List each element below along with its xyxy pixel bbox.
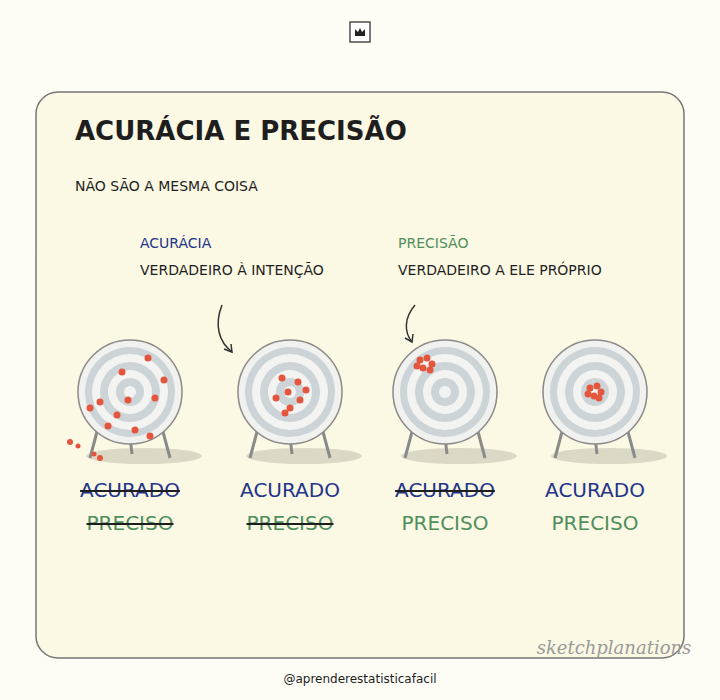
watermark: @aprenderestatisticafacil bbox=[283, 673, 436, 687]
target-precise bbox=[393, 340, 517, 464]
term-heading: ACURÁCIA bbox=[140, 235, 211, 251]
term-heading: PRECISÃO bbox=[398, 235, 468, 251]
target-accurate bbox=[238, 340, 362, 464]
accuracy-verdict: ACURADO bbox=[240, 479, 340, 502]
accuracy-verdict: ACURADO bbox=[395, 479, 495, 502]
leader-arrow bbox=[406, 305, 415, 342]
precision-verdict: PRECISO bbox=[552, 512, 639, 535]
term-definition: VERDADEIRO À INTENÇÃO bbox=[140, 262, 324, 278]
target-accurate-precise bbox=[543, 340, 667, 464]
precision-verdict: PRECISO bbox=[402, 512, 489, 535]
accuracy-verdict: ACURADO bbox=[545, 479, 645, 502]
term-definition: VERDADEIRO A ELE PRÓPRIO bbox=[398, 262, 602, 278]
precision-verdict: PRECISO bbox=[247, 512, 334, 535]
title: ACURÁCIA E PRECISÃO bbox=[75, 117, 407, 147]
target-scattered bbox=[67, 340, 202, 464]
precision-verdict: PRECISO bbox=[87, 512, 174, 535]
card-panel bbox=[36, 92, 684, 658]
signature: sketchplanations bbox=[537, 638, 692, 659]
leader-arrowhead bbox=[224, 344, 232, 352]
crown-icon bbox=[350, 22, 370, 42]
subtitle: NÃO SÃO A MESMA COISA bbox=[75, 178, 258, 194]
leader-arrowhead bbox=[405, 334, 413, 342]
accuracy-verdict: ACURADO bbox=[80, 479, 180, 502]
leader-arrow bbox=[218, 305, 232, 352]
